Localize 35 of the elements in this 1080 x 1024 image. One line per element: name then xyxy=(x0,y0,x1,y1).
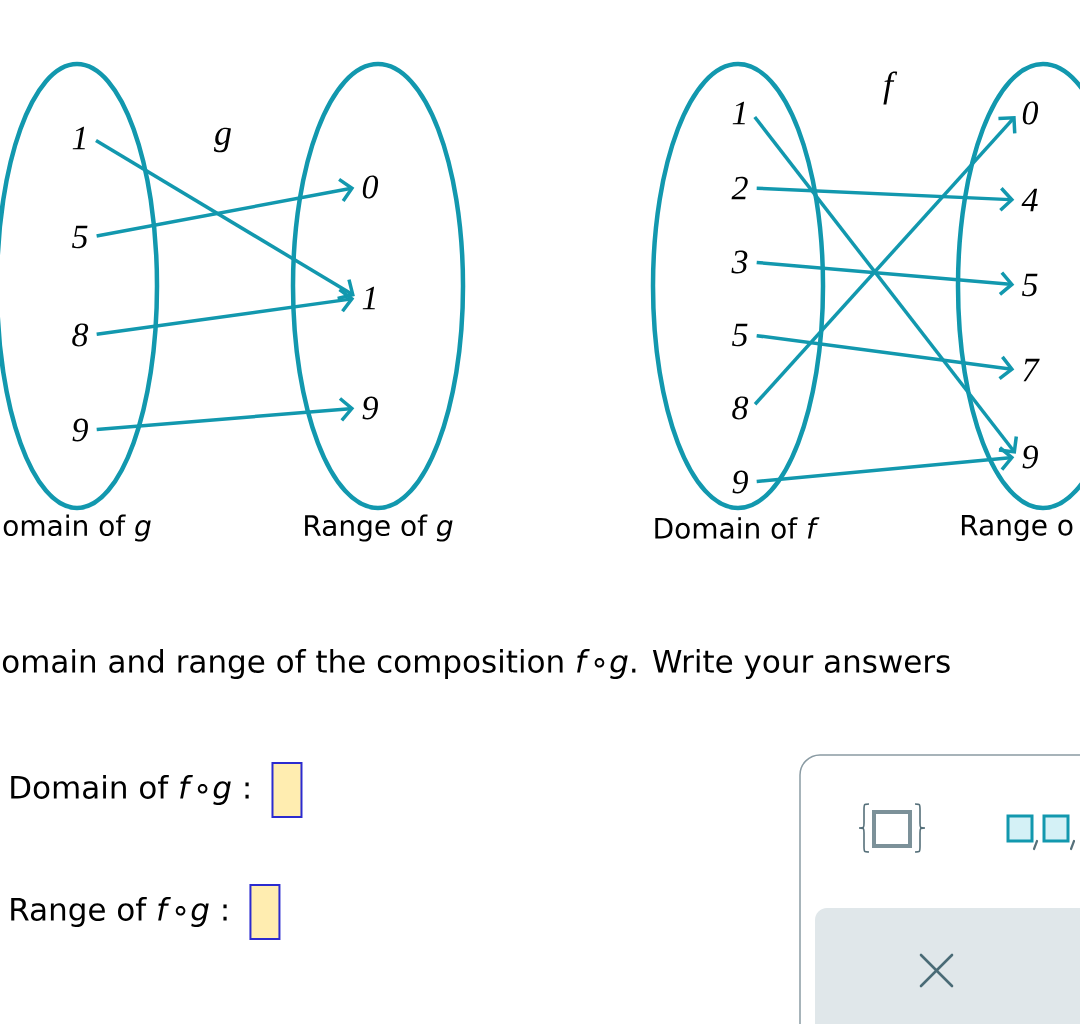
instruction-text: omain and range of the composition f∘g. Write your answers xyxy=(2,649,950,679)
arrow xyxy=(96,288,355,337)
number-label: 5 xyxy=(732,323,748,347)
arrow xyxy=(756,333,1015,380)
number-label: 5 xyxy=(72,225,88,249)
set-heading: Range o xyxy=(961,514,1073,542)
arrow xyxy=(95,139,355,301)
number-label: 3 xyxy=(731,250,748,274)
number-label: 7 xyxy=(1023,358,1040,382)
number-label: 0 xyxy=(1022,101,1039,125)
number-label: 2 xyxy=(731,176,748,200)
number-label: 9 xyxy=(1022,445,1038,469)
arrow xyxy=(756,446,1015,484)
number-label: 0 xyxy=(362,175,379,199)
answer-prompt: Range of f∘g : xyxy=(11,897,227,927)
arrow xyxy=(96,397,355,432)
number-label: 8 xyxy=(732,396,749,420)
arrow xyxy=(756,260,1015,296)
number-label: 1 xyxy=(732,101,745,125)
number-label: 8 xyxy=(72,323,89,347)
function-name: f xyxy=(883,71,898,105)
arrow xyxy=(96,177,355,238)
set-heading: Domain of f xyxy=(655,517,820,539)
arrow xyxy=(756,186,1015,212)
number-label: 9 xyxy=(732,470,748,494)
number-label: 1 xyxy=(362,286,375,310)
number-label: 4 xyxy=(1021,188,1038,212)
set-heading: Range of g xyxy=(305,514,453,542)
answer-prompt: Domain of f∘g : xyxy=(11,775,249,805)
number-label: 1 xyxy=(72,126,85,150)
number-label: 9 xyxy=(362,396,378,420)
number-label: 5 xyxy=(1022,273,1038,297)
set-heading: omain of g xyxy=(3,514,151,542)
number-label: 9 xyxy=(72,418,88,442)
function-name: g xyxy=(214,127,231,153)
